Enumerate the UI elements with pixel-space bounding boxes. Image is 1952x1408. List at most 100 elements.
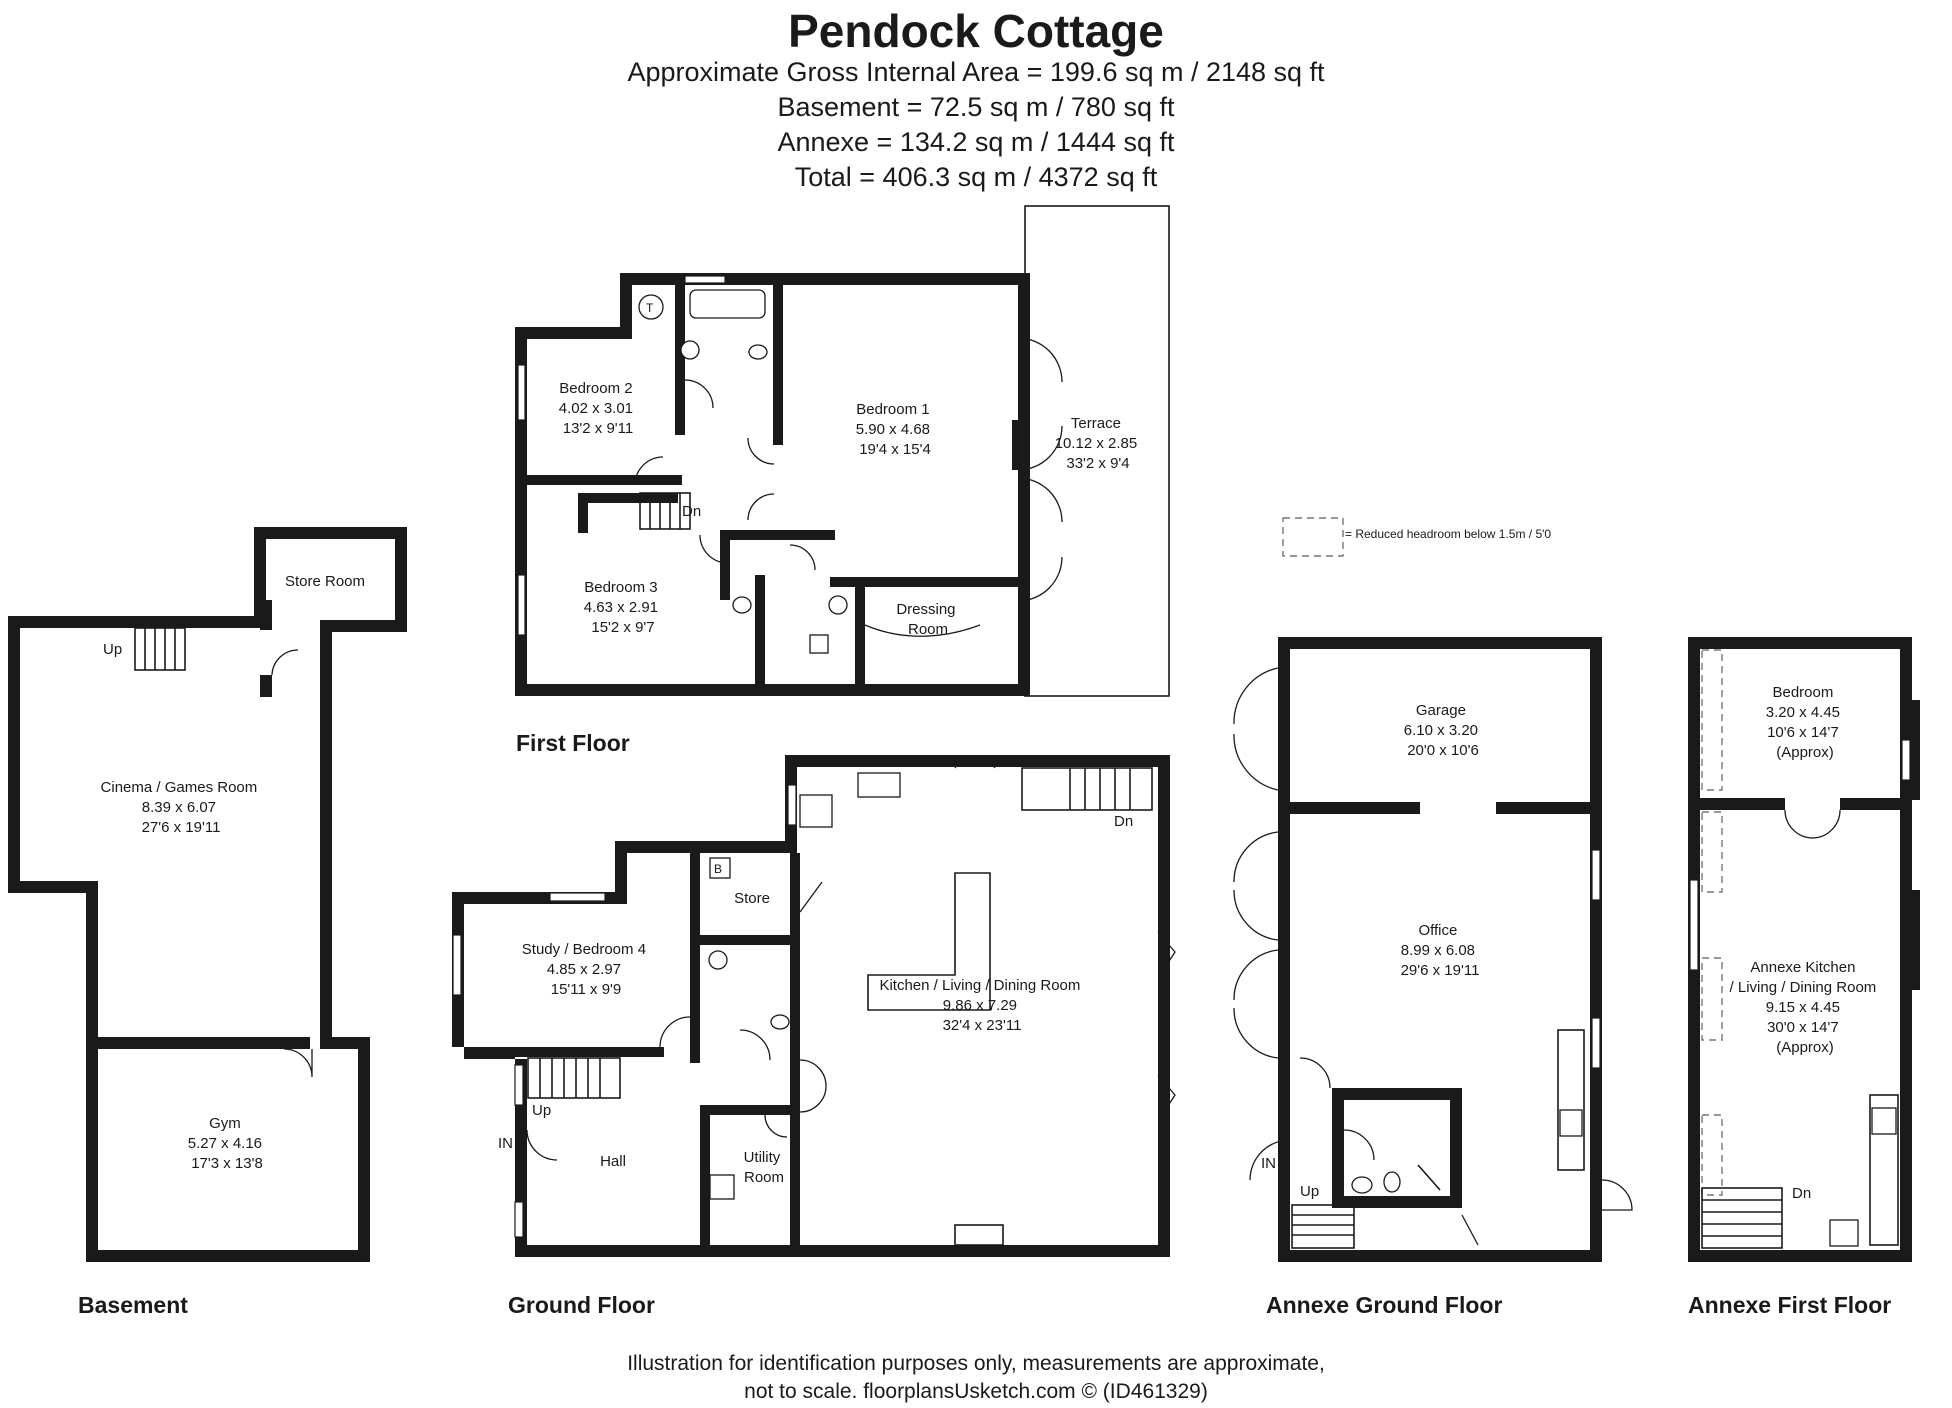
room-label-line: Gym: [209, 1115, 241, 1132]
plan-title: Pendock Cottage: [788, 5, 1164, 57]
reduced-headroom-legend: = Reduced headroom below 1.5m / 5'0: [1345, 527, 1552, 541]
room-label-bedroom3: Bedroom 3 4.63 x 2.91 15'2 x 9'7: [584, 579, 662, 636]
annexe-kitchen-hob: [1829, 1219, 1859, 1247]
utility-north-wall: [700, 1105, 795, 1115]
room-label-line: Office: [1418, 922, 1457, 939]
room-label-line: Bedroom 3: [584, 579, 657, 596]
room-label-office: Office 8.99 x 6.08 29'6 x 19'11: [1401, 922, 1480, 979]
ensuite-door: [789, 544, 816, 571]
room-label-line: 9.15 x 4.45: [1766, 999, 1840, 1016]
room-label-utility: Utility Room: [744, 1149, 785, 1186]
basement-up-tag: Up: [103, 641, 122, 658]
boiler-box: [709, 857, 731, 879]
room-label-line: Utility: [744, 1149, 781, 1166]
utility-door: [764, 1114, 788, 1138]
room-label-line: Hall: [600, 1153, 626, 1170]
room-label-line: Terrace: [1071, 415, 1121, 432]
room-label-line: Dressing: [896, 601, 955, 618]
bedroom2-south-wall: [527, 475, 682, 485]
ground-floor-plan: [452, 755, 1176, 1257]
study-north-window: [549, 892, 606, 902]
annexe-stairs-up: [1291, 1204, 1355, 1249]
total-area-line: Total = 406.3 sq m / 4372 sq ft: [794, 162, 1158, 192]
bathroom-window: [684, 275, 726, 284]
boiler-tag: B: [714, 862, 722, 876]
room-label-line: 8.39 x 6.07: [142, 799, 216, 816]
room-label-line: Bedroom 2: [559, 380, 632, 397]
room-label-cinema: Cinema / Games Room 8.39 x 6.07 27'6 x 1…: [101, 779, 262, 836]
dressing-north-wall: [830, 577, 1030, 587]
ensuite-shower: [809, 634, 829, 654]
office-worktop: [1557, 1029, 1585, 1171]
ground-floor-in-tag: IN: [498, 1135, 513, 1152]
shower-room-west-wall: [1332, 1088, 1344, 1208]
first-floor-dn-tag: Dn: [682, 503, 701, 520]
shower-room-north-wall: [1332, 1088, 1462, 1100]
dressing-room-door: [864, 624, 981, 637]
annexe-bedroom-double-door: [1784, 809, 1841, 839]
bedroom2-window: [517, 364, 526, 421]
room-label-line: 10.12 x 2.85: [1055, 435, 1138, 452]
room-label-garage: Garage 6.10 x 3.20 20'0 x 10'6: [1404, 702, 1482, 759]
room-label-line: 15'2 x 9'7: [591, 619, 654, 636]
office-door: [1299, 1057, 1331, 1089]
room-label-bedroom2: Bedroom 2 4.02 x 3.01 13'2 x 9'11: [559, 380, 637, 437]
room-label-line: Garage: [1416, 702, 1466, 719]
shower-room-door: [1343, 1129, 1375, 1161]
bedroom3-window: [517, 574, 526, 636]
cloakroom-wc: [770, 1014, 790, 1030]
disclaimer-line-2: not to scale. floorplansUsketch.com © (I…: [744, 1380, 1208, 1403]
bedroom3-north-jog: [578, 493, 588, 533]
room-label-annexe-bedroom: Bedroom 3.20 x 4.45 10'6 x 14'7 (Approx): [1766, 684, 1844, 761]
annexe-dn-tag: Dn: [1792, 1185, 1811, 1202]
annexe-bedroom-window: [1901, 739, 1911, 781]
utility-sink: [709, 1174, 735, 1200]
annexe-ground-floor-plan: [1233, 637, 1633, 1262]
reduced-headroom-middle: [1701, 957, 1723, 1041]
annexe-first-floor-label: Annexe First Floor: [1688, 1292, 1892, 1318]
room-label-line: / Living / Dining Room: [1730, 979, 1877, 996]
room-label-store-room: Store Room: [285, 573, 365, 590]
room-label-line: 8.99 x 6.08: [1401, 942, 1475, 959]
first-floor-plan: [515, 205, 1170, 697]
shower-room-east-wall: [1450, 1088, 1462, 1208]
first-floor-wc: [748, 344, 768, 360]
gross-area-line: Approximate Gross Internal Area = 199.6 …: [627, 57, 1325, 87]
room-label-annexe-kitchen: Annexe Kitchen / Living / Dining Room 9.…: [1730, 959, 1881, 1056]
kitchen-north-door: [954, 756, 996, 769]
room-label-bedroom1: Bedroom 1 5.90 x 4.68 19'4 x 15'4: [856, 401, 934, 458]
room-label-line: 19'4 x 15'4: [859, 441, 931, 458]
annexe-shower: [1417, 1164, 1441, 1191]
hall-window-upper: [514, 1064, 524, 1106]
disclaimer-line-1: Illustration for identification purposes…: [627, 1352, 1325, 1375]
kitchen-west-wall: [790, 853, 800, 1253]
annexe-first-floor-plan: [1688, 637, 1920, 1262]
bedroom3-east-wall: [755, 575, 765, 685]
utility-west-wall: [700, 1105, 710, 1250]
room-label-line: Annexe Kitchen: [1750, 959, 1855, 976]
ground-floor-dn-tag: Dn: [1114, 813, 1133, 830]
garage-office-wall-left: [1290, 802, 1420, 814]
room-label-dressing: Dressing Room: [896, 601, 959, 638]
room-label-line: Bedroom: [1772, 684, 1833, 701]
dressing-west-wall: [855, 580, 865, 685]
room-label-line: 30'0 x 14'7: [1767, 1019, 1839, 1036]
room-label-line: 29'6 x 19'11: [1401, 962, 1480, 979]
garage-office-wall-right: [1496, 802, 1590, 814]
cloakroom-door: [739, 1029, 771, 1061]
room-label-line: 13'2 x 9'11: [563, 420, 634, 437]
room-label-store: Store: [734, 890, 770, 907]
annexe-side-door: [1461, 1214, 1479, 1246]
annexe-kitchen-sink: [1871, 1107, 1897, 1135]
room-label-line: 32'4 x 23'11: [943, 1017, 1022, 1034]
first-floor-stairs: [639, 492, 691, 530]
study-south-wall: [464, 1047, 664, 1057]
room-label-line: 20'0 x 10'6: [1407, 742, 1479, 759]
room-label-line: 4.85 x 2.97: [547, 961, 621, 978]
study-window: [452, 934, 462, 996]
annexe-ground-floor-label: Annexe Ground Floor: [1266, 1292, 1503, 1318]
office-sink: [1559, 1109, 1583, 1137]
bedroom3-north-wall: [578, 493, 678, 503]
annexe-entrance-door: [1249, 1139, 1291, 1181]
